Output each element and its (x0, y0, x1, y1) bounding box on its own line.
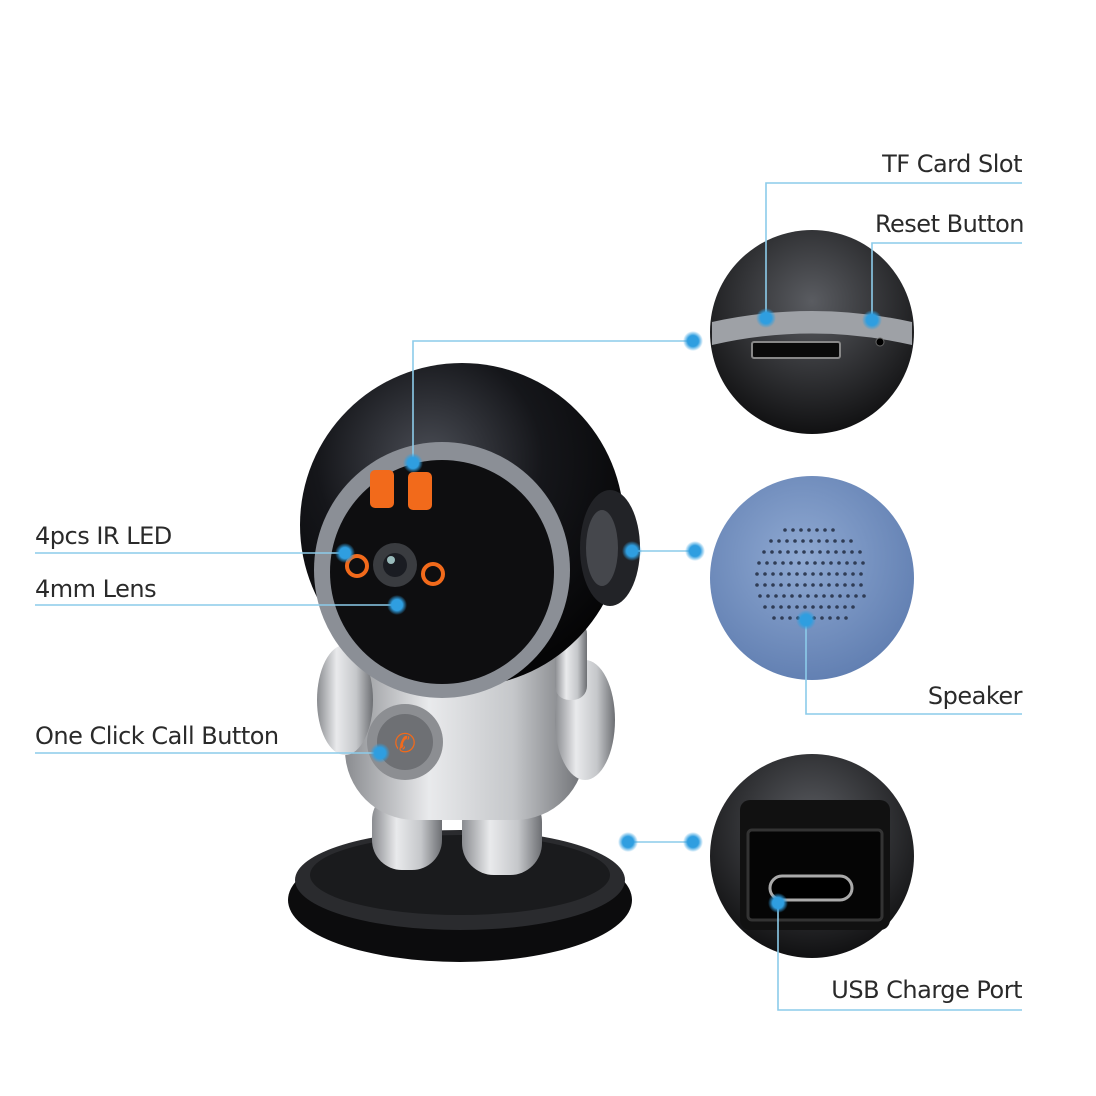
phone-call-icon: ✆ (394, 729, 416, 758)
label-tf-card-slot: TF Card Slot (882, 150, 1022, 178)
callout-dot (335, 543, 355, 563)
callout-dot (796, 610, 816, 630)
callout-dot (862, 310, 882, 330)
label-speaker: Speaker (927, 682, 1023, 710)
callout-dot (683, 832, 703, 852)
label-lens: 4mm Lens (35, 575, 157, 603)
tf-slot-closeup (710, 230, 914, 434)
callout-dot (768, 893, 788, 913)
robot-helmet (300, 363, 640, 698)
callout-dot (756, 308, 776, 328)
callout-dot (683, 331, 703, 351)
label-ir-led: 4pcs IR LED (35, 522, 172, 550)
usb-port-closeup (710, 754, 914, 958)
leader-lines (35, 182, 1022, 1011)
callout-dot (403, 453, 423, 473)
label-reset-button: Reset Button (874, 210, 1025, 238)
callout-dot (685, 541, 705, 561)
label-usb-port: USB Charge Port (831, 976, 1022, 1004)
camera-base (288, 830, 632, 962)
speaker-closeup (710, 476, 914, 680)
callout-dot (387, 595, 407, 615)
callout-dot (618, 832, 638, 852)
callout-dot (370, 743, 390, 763)
callout-dots (335, 308, 882, 913)
callout-dot (622, 541, 642, 561)
label-call-button: One Click Call Button (35, 722, 279, 750)
